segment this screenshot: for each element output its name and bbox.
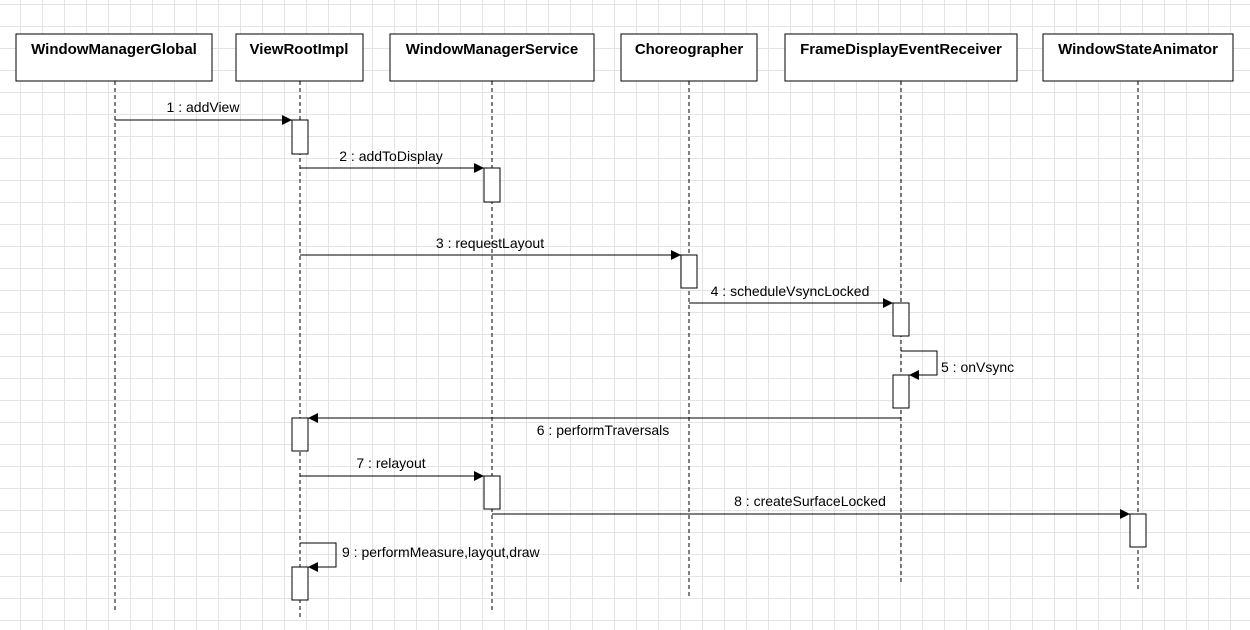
- participant-label: FrameDisplayEventReceiver: [800, 41, 1002, 58]
- message-9[interactable]: 9 : performMeasure,layout,draw: [300, 542, 541, 572]
- message-label: 4 : scheduleVsyncLocked: [711, 283, 870, 299]
- activation-windowmanagerservice-2: [483, 167, 501, 203]
- activation-choreographer-3: [680, 254, 698, 289]
- activation-framedisplayeventreceiver-4: [892, 302, 910, 337]
- message-label: 9 : performMeasure,layout,draw: [342, 544, 541, 560]
- participant-windowmanagerservice[interactable]: WindowManagerService: [389, 33, 595, 82]
- message-5[interactable]: 5 : onVsync: [901, 350, 1014, 380]
- participant-label: ViewRootImpl: [250, 41, 349, 58]
- activation-viewrootimpl-9: [291, 566, 309, 601]
- participant-viewrootimpl[interactable]: ViewRootImpl: [235, 33, 364, 82]
- participant-windowstateanimator[interactable]: WindowStateAnimator: [1042, 33, 1234, 82]
- participant-choreographer[interactable]: Choreographer: [620, 33, 758, 82]
- message-label: 3 : requestLayout: [436, 235, 544, 251]
- message-8[interactable]: 8 : createSurfaceLocked: [492, 493, 1130, 519]
- activations: [291, 119, 1147, 601]
- message-arrow: [901, 350, 938, 380]
- activation-viewrootimpl-6: [291, 417, 309, 452]
- message-7[interactable]: 7 : relayout: [300, 455, 484, 481]
- message-label: 7 : relayout: [356, 455, 425, 471]
- activation-viewrootimpl-1: [291, 119, 309, 155]
- participant-label: WindowManagerService: [406, 41, 578, 58]
- message-label: 1 : addView: [167, 99, 241, 115]
- message-3[interactable]: 3 : requestLayout: [300, 235, 681, 260]
- message-label: 8 : createSurfaceLocked: [734, 493, 886, 509]
- message-1[interactable]: 1 : addView: [115, 99, 292, 125]
- message-2[interactable]: 2 : addToDisplay: [300, 148, 484, 173]
- participant-windowmanagerglobal[interactable]: WindowManagerGlobal: [15, 33, 213, 82]
- message-6[interactable]: 6 : performTraversals: [308, 413, 901, 438]
- participant-label: WindowStateAnimator: [1058, 41, 1218, 58]
- message-4[interactable]: 4 : scheduleVsyncLocked: [689, 283, 893, 308]
- activation-windowmanagerservice-7: [483, 475, 501, 510]
- lifelines: [114, 81, 1139, 620]
- participant-label: Choreographer: [635, 41, 744, 58]
- participant-framedisplayeventreceiver[interactable]: FrameDisplayEventReceiver: [784, 33, 1018, 82]
- participant-label: WindowManagerGlobal: [31, 41, 197, 58]
- activation-framedisplayeventreceiver-5: [892, 374, 910, 409]
- message-label: 6 : performTraversals: [537, 422, 670, 438]
- message-label: 2 : addToDisplay: [339, 148, 443, 164]
- message-label: 5 : onVsync: [941, 359, 1014, 375]
- activation-windowstateanimator-8: [1129, 513, 1147, 548]
- message-arrow: [300, 542, 337, 572]
